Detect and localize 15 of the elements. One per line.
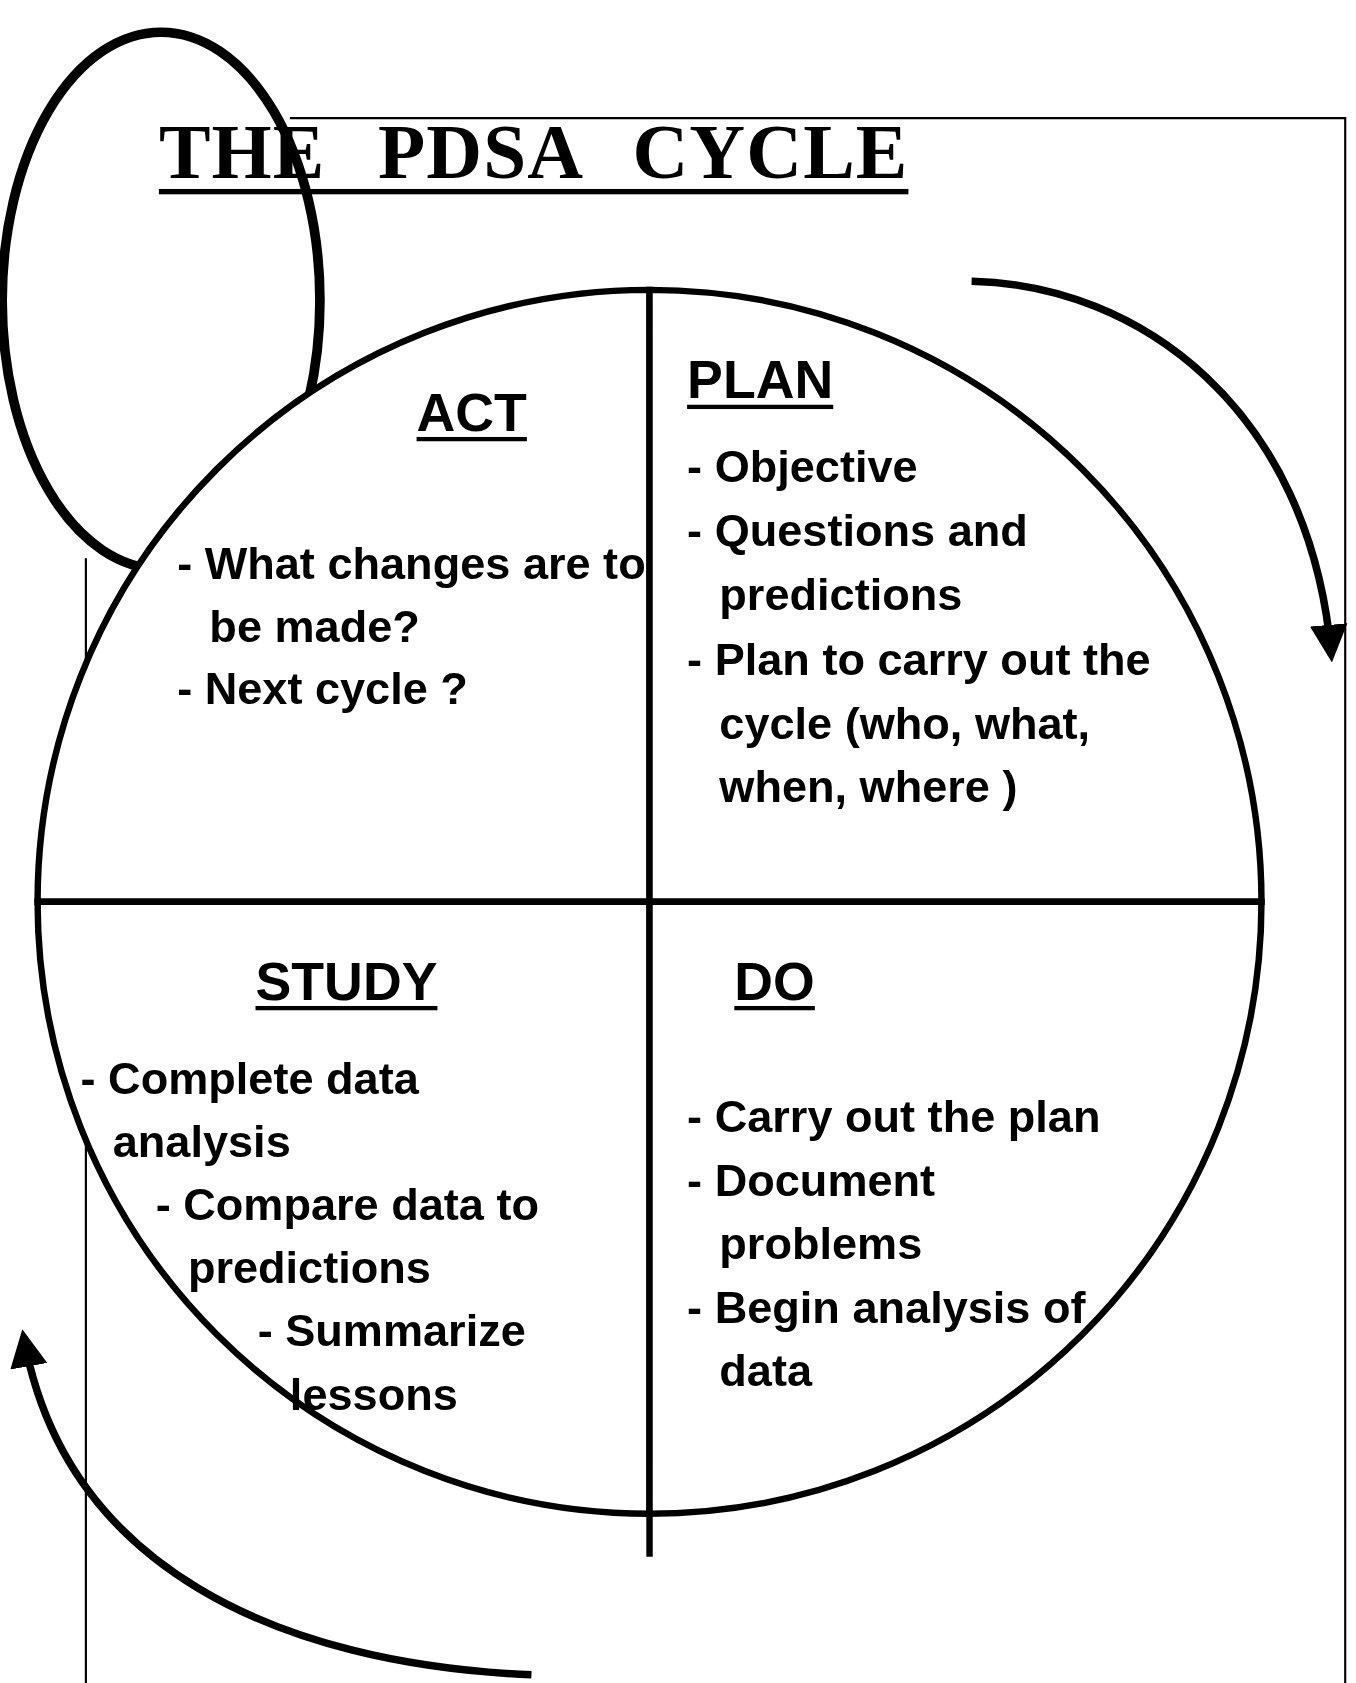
bullet-text: - What changes are to be made? <box>177 536 647 654</box>
quadrant-heading: DO <box>734 950 815 1014</box>
bullet-text: - Next cycle ? <box>177 662 469 716</box>
bullet-text: - Plan to carry out the cycle (who, what, when, where ) <box>687 633 1152 814</box>
bullet-text: - Complete data analysis <box>80 1052 420 1169</box>
bullet-text: - Document problems <box>687 1154 937 1271</box>
quadrant-heading: PLAN <box>687 349 834 413</box>
bullet-text: - Begin analysis of data <box>687 1280 1087 1398</box>
bullet-text: - Objective <box>687 440 919 494</box>
bullet-text: - Summarize lessons <box>257 1304 527 1422</box>
quadrant-heading: STUDY <box>255 950 438 1014</box>
quadrant-heading: ACT <box>416 381 527 445</box>
bullet-text: - Carry out the plan <box>687 1089 1102 1144</box>
bullet-text: - Compare data to predictions <box>155 1177 540 1295</box>
bullet-text: - Questions and predictions <box>687 504 1029 622</box>
